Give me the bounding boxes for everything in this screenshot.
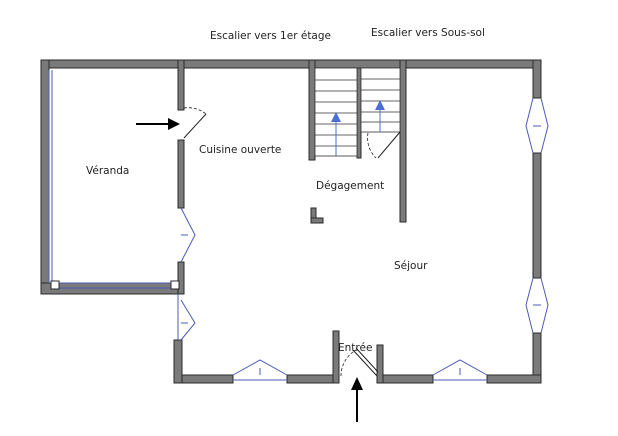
door-entree (340, 347, 379, 377)
veranda-post-right (170, 280, 180, 290)
wall-right-1 (532, 59, 542, 99)
window-bottom-left (232, 359, 288, 381)
label-veranda: Véranda (86, 165, 129, 177)
window-right-upper (525, 97, 549, 154)
pointer-arrow-icon (136, 118, 180, 130)
wall-stair-mid (356, 67, 362, 159)
wall-stair-left (308, 59, 316, 161)
label-stair-up: Escalier vers 1er étage (210, 30, 331, 42)
window-bottom-right (432, 359, 488, 381)
wall-top (40, 59, 542, 69)
window-cuisine-lower (177, 294, 196, 341)
stair-up (314, 67, 358, 157)
wall-bottom-4 (486, 374, 542, 384)
wall-divider-mid (177, 139, 185, 209)
label-entree: Entrée (338, 342, 372, 354)
stair-down-arrow-icon (375, 100, 385, 110)
label-sejour: Séjour (394, 260, 428, 272)
wall-stair-right (399, 59, 407, 223)
wall-bottom-1 (173, 374, 234, 384)
wall-left-lower (173, 339, 183, 384)
label-degagement: Dégagement (316, 180, 384, 192)
door-stair (367, 131, 401, 159)
wall-stub-foot (310, 217, 324, 224)
walls (40, 59, 542, 384)
window-cuisine-upper (180, 207, 196, 263)
veranda-post-left (50, 280, 60, 290)
veranda-glazing (48, 70, 180, 290)
pointer-arrow-icon (351, 377, 363, 422)
wall-divider-top (177, 59, 185, 111)
wall-entree-left (332, 330, 340, 384)
wall-entree-right (376, 344, 384, 384)
stair-up-arrow-icon (331, 112, 341, 122)
wall-bottom-2 (286, 374, 340, 384)
wall-veranda-left (40, 59, 50, 295)
window-right-lower (525, 277, 549, 334)
label-cuisine: Cuisine ouverte (199, 144, 281, 156)
door-cuisine (183, 107, 207, 139)
stair-down (360, 67, 401, 133)
wall-right-2 (532, 152, 542, 279)
wall-bottom-3 (376, 374, 434, 384)
label-stair-down: Escalier vers Sous-sol (371, 27, 485, 39)
